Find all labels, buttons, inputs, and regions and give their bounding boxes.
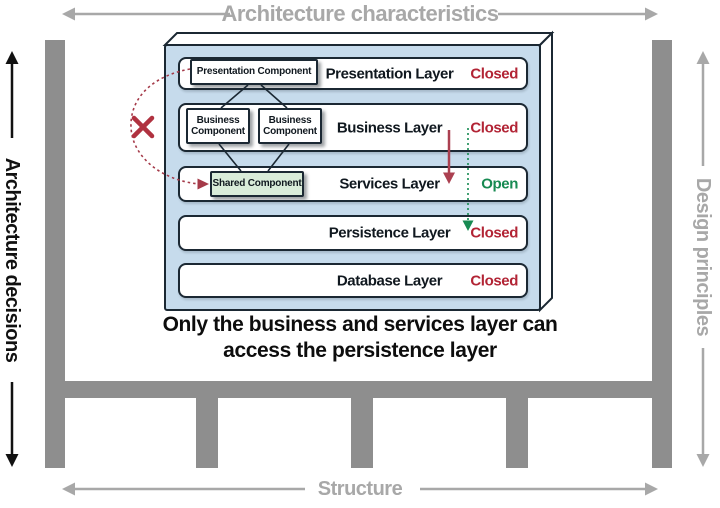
structure-leg-2 — [351, 398, 373, 468]
structure-leg-1 — [196, 398, 218, 468]
layer-status-badge: Closed — [470, 65, 518, 82]
shared-component-box: Shared Component — [210, 171, 304, 197]
box-top-face — [162, 32, 555, 46]
component-label: Shared Component — [212, 178, 302, 190]
layer-row-database: Database Layer Closed — [178, 263, 528, 298]
x-mark-icon — [131, 115, 155, 139]
layer-status-badge: Closed — [470, 224, 518, 242]
top-axis-label: Architecture characteristics — [221, 1, 499, 26]
caption-line-1: Only the business and services layer can — [162, 313, 558, 336]
structure-leg-3 — [506, 398, 528, 468]
structure-beam — [45, 381, 672, 398]
component-label: Presentation Component — [196, 66, 312, 78]
presentation-component-box: Presentation Component — [190, 59, 318, 85]
layer-status-badge: Closed — [470, 272, 518, 289]
component-label: Business Component — [191, 114, 245, 137]
layer-status-badge: Closed — [470, 119, 518, 136]
bottom-axis-label: Structure — [317, 478, 403, 500]
business-component-box-right: Business Component — [258, 108, 322, 144]
structure-pillar-right — [652, 40, 672, 468]
layer-status-badge: Open — [481, 175, 518, 193]
caption-line-2: access the persistence layer — [223, 339, 497, 362]
component-label: Business Component — [263, 114, 317, 137]
structure-pillar-left — [45, 40, 65, 468]
box-right-face — [539, 30, 553, 313]
business-component-box-left: Business Component — [186, 108, 250, 144]
layer-row-persistence: Persistence Layer Closed — [178, 215, 528, 251]
